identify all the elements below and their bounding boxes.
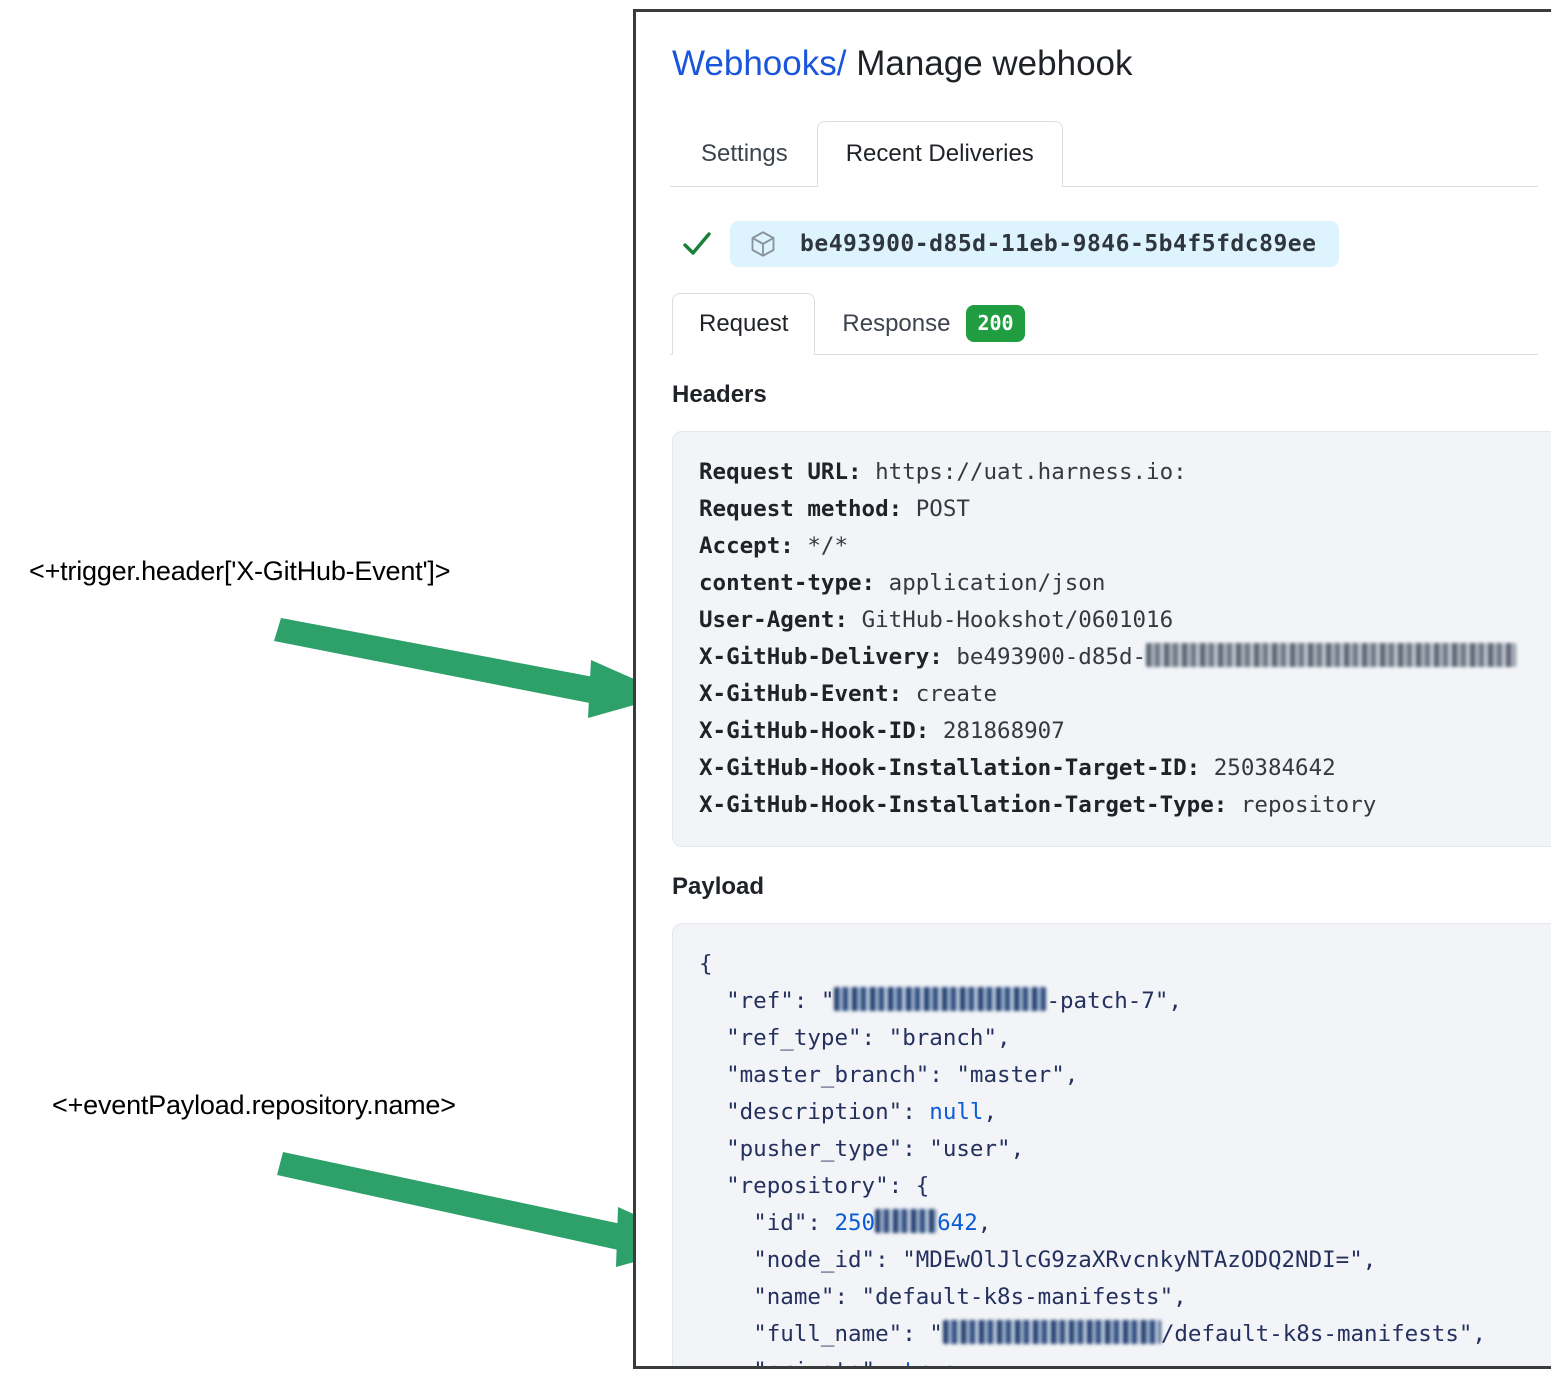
payload-ref-suffix: -patch-7", <box>1046 987 1182 1014</box>
header-value-target-id: 250384642 <box>1213 754 1336 781</box>
header-key-target-type: X-GitHub-Hook-Installation-Target-Type: <box>699 791 1228 818</box>
payload-description-comma: , <box>983 1098 998 1125</box>
annotation-trigger-header: <+trigger.header['X-GitHub-Event']> <box>29 556 451 586</box>
payload-ref-quote-open: " <box>820 987 835 1014</box>
page-title: Manage webhook <box>856 44 1133 83</box>
payload-full-name-suffix: /default-k8s-manifests", <box>1160 1320 1486 1347</box>
payload-name: "name": "default-k8s-manifests", <box>753 1283 1187 1310</box>
status-badge: 200 <box>966 305 1025 343</box>
payload-private-value: true <box>902 1358 956 1366</box>
tab-response-label: Response <box>842 309 951 337</box>
payload-private-key: "private": <box>753 1358 888 1366</box>
header-key-request-method: Request method: <box>699 495 903 522</box>
header-value-user-agent: GitHub-Hookshot/0601016 <box>861 606 1174 633</box>
redaction-blur-ref-user: username <box>834 986 1047 1011</box>
header-value-x-github-delivery-visible: be493900-d85d- <box>956 643 1147 670</box>
package-icon <box>748 229 778 259</box>
header-key-x-github-delivery: X-GitHub-Delivery: <box>699 643 943 670</box>
header-key-x-github-event: X-GitHub-Event: <box>699 680 903 707</box>
breadcrumb: Webhooks/ Manage webhook <box>636 12 1538 86</box>
delivery-row: be493900-d85d-11eb-9846-5b4f5fdc89ee <box>636 187 1538 267</box>
header-key-content-type: content-type: <box>699 569 876 596</box>
tab-response[interactable]: Response 200 <box>815 293 1051 355</box>
headers-code-block: Request URL: https://uat.harness.io: Req… <box>672 430 1551 847</box>
redaction-blur-delivery: 11eb-9846-5b4f5fdc89ee <box>1146 642 1517 667</box>
check-icon <box>680 227 714 261</box>
payload-code-block: { "ref": "username-patch-7", "ref_type":… <box>672 922 1551 1366</box>
payload-description-key: "description": <box>726 1098 916 1125</box>
arrow-to-x-github-event <box>274 618 670 718</box>
header-value-x-github-hook-id: 281868907 <box>942 717 1065 744</box>
subtabbar-rule <box>670 353 1538 355</box>
header-value-request-method: POST <box>915 495 970 522</box>
payload-id-suffix: 642 <box>937 1209 978 1236</box>
header-key-accept: Accept: <box>699 532 794 559</box>
header-value-accept: */* <box>807 532 849 559</box>
tab-request[interactable]: Request <box>672 292 816 355</box>
primary-tabbar: Settings Recent Deliveries <box>636 120 1538 187</box>
payload-repository-open: "repository": { <box>726 1172 930 1199</box>
header-value-x-github-event: create <box>915 680 998 707</box>
payload-master-branch: "master_branch": "master", <box>726 1061 1079 1088</box>
redaction-blur-full-name-user: username <box>942 1319 1161 1344</box>
breadcrumb-separator: / <box>836 44 847 83</box>
payload-node-id: "node_id": "MDEwOlJlcG9zaXRvcnkyNTAzODQ2… <box>753 1246 1377 1273</box>
webhook-panel: Webhooks/ Manage webhook Settings Recent … <box>633 9 1551 1369</box>
payload-private-comma: , <box>956 1358 970 1366</box>
payload-ref-key: "ref": <box>726 987 808 1014</box>
header-value-content-type: application/json <box>888 569 1106 596</box>
payload-heading: Payload <box>672 872 765 900</box>
payload-ref-type: "ref_type": "branch", <box>726 1024 1011 1051</box>
header-value-target-type: repository <box>1240 791 1377 818</box>
payload-id-key: "id": <box>753 1209 821 1236</box>
headers-heading: Headers <box>672 380 767 408</box>
payload-open-brace: { <box>699 950 713 977</box>
payload-pusher-type: "pusher_type": "user", <box>726 1135 1025 1162</box>
delivery-id-text: be493900-d85d-11eb-9846-5b4f5fdc89ee <box>800 230 1317 257</box>
breadcrumb-webhooks-link[interactable]: Webhooks <box>672 44 837 83</box>
payload-full-name-quote-open: " <box>929 1320 943 1347</box>
payload-id-comma: , <box>977 1209 992 1236</box>
tab-recent-deliveries[interactable]: Recent Deliveries <box>816 120 1063 187</box>
tab-settings[interactable]: Settings <box>701 139 788 167</box>
header-key-x-github-hook-id: X-GitHub-Hook-ID: <box>699 717 930 744</box>
header-key-target-id: X-GitHub-Hook-Installation-Target-ID: <box>699 754 1201 781</box>
payload-id-prefix: 250 <box>834 1209 876 1236</box>
header-value-request-url: https://uat.harness.io: <box>875 458 1187 485</box>
redaction-blur-repo-id: 384 <box>875 1208 938 1233</box>
header-key-request-url: Request URL: <box>699 458 862 485</box>
tabbar-rule <box>670 185 1538 187</box>
header-key-user-agent: User-Agent: <box>699 606 849 633</box>
delivery-chip[interactable]: be493900-d85d-11eb-9846-5b4f5fdc89ee <box>730 220 1339 267</box>
annotation-event-payload: <+eventPayload.repository.name> <box>52 1090 456 1120</box>
payload-description-value: null <box>929 1098 984 1125</box>
payload-full-name-key: "full_name": <box>753 1320 916 1347</box>
request-response-tabbar: Request Response 200 <box>636 292 1538 355</box>
